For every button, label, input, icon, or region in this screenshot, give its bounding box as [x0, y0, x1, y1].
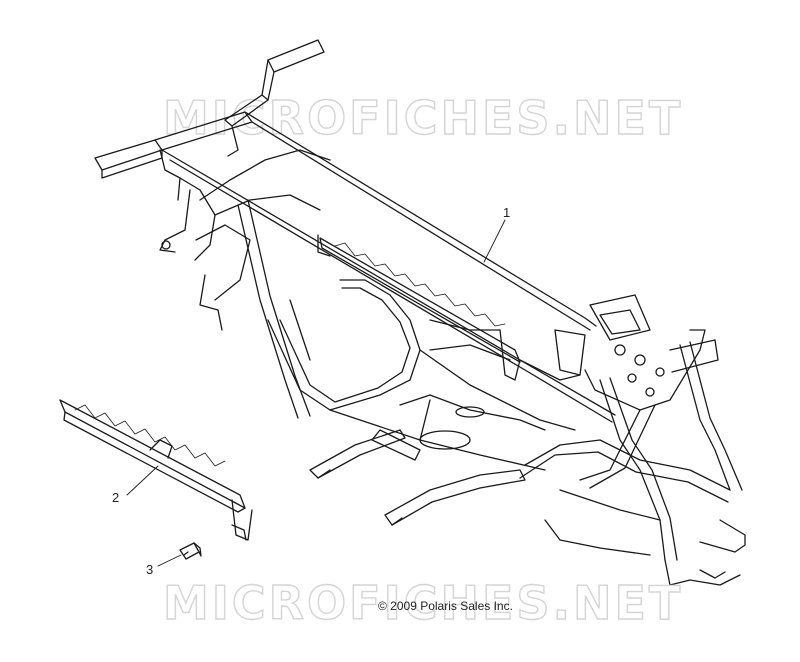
frame-side-bracket: [59, 399, 253, 541]
callout-number-2: 2: [112, 490, 120, 505]
copyright-notice: © 2009 Polaris Sales Inc.: [378, 599, 513, 613]
leader-line-1: [483, 219, 506, 263]
main-frame: [94, 39, 746, 586]
callout-number-1: 1: [503, 205, 511, 220]
watermark-bottom: MICROFICHES.NET: [162, 576, 684, 630]
leader-line-3: [157, 554, 182, 567]
bolt: [179, 542, 202, 560]
leader-line-2: [126, 465, 159, 496]
callout-number-3: 3: [146, 562, 154, 577]
